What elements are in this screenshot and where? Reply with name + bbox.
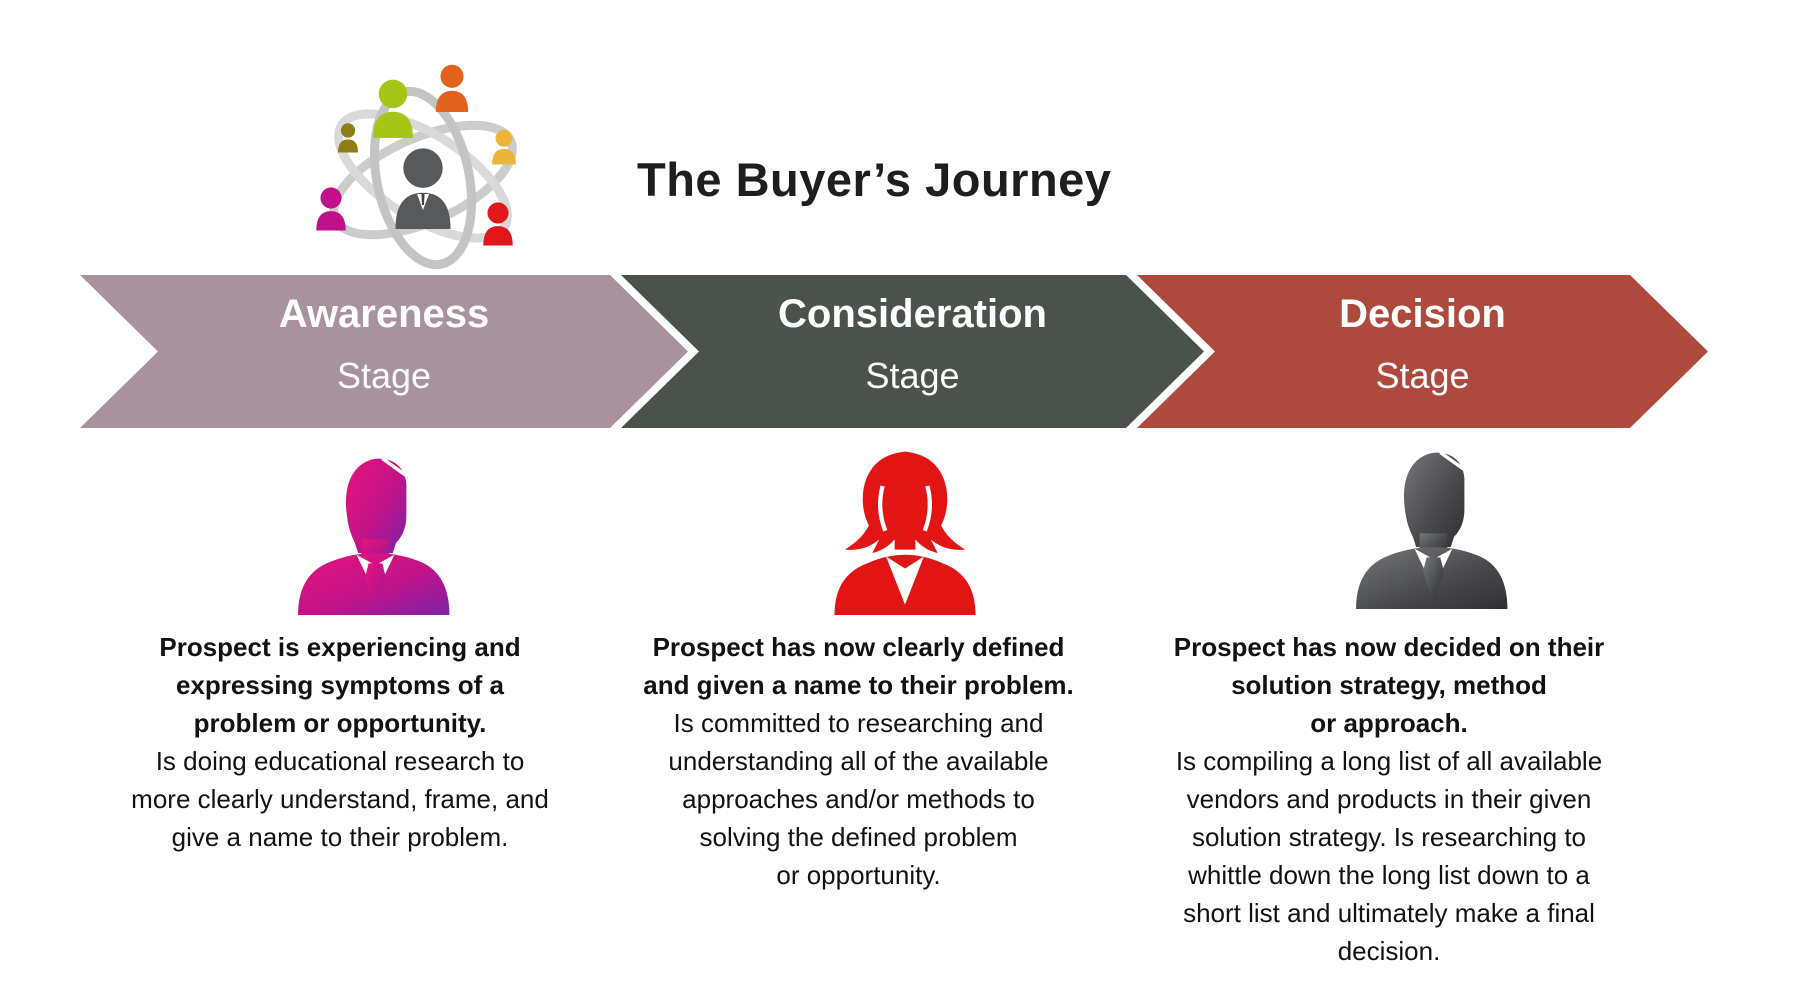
text-line: solving the defined problem (699, 822, 1018, 852)
text-line: Is doing educational research to (155, 746, 525, 776)
orange-person-icon (435, 64, 469, 112)
text-line: Prospect has now decided on their (1173, 632, 1605, 662)
stage-sublabel-decision: Stage (1375, 355, 1470, 396)
text-line: decision. (1337, 936, 1441, 966)
text-line: solution strategy. Is researching to (1191, 822, 1587, 852)
businessman-tie (421, 194, 425, 205)
text-line: more clearly understand, frame, and (131, 784, 549, 814)
text-line: or approach. (1310, 708, 1468, 738)
red-businesswoman-icon (834, 451, 976, 615)
blouse-collar (886, 556, 924, 605)
description-bold-text: Prospect has now decided on their solutio… (1106, 628, 1672, 742)
description-text: Is doing educational research to more cle… (75, 742, 605, 856)
text-line: and given a name to their problem. (643, 670, 1074, 700)
text-line: Is committed to researching and (673, 708, 1044, 738)
text-line: Prospect is experiencing and (159, 632, 521, 662)
text-line: Prospect has now clearly defined (652, 632, 1065, 662)
text-line: or opportunity. (776, 860, 941, 890)
stage-arrow-consideration: Consideration Stage (621, 275, 1204, 428)
tie (365, 563, 386, 610)
stage-label-awareness: Awareness (278, 292, 490, 336)
center-businessman-icon (395, 148, 451, 229)
text-line: whittle down the long list down to a (1188, 860, 1590, 890)
stage-label-decision: Decision (1339, 292, 1506, 336)
text-line: understanding all of the available (668, 746, 1049, 776)
text-line: solution strategy, method (1231, 670, 1547, 700)
network-people-logo (316, 64, 517, 270)
gray-businessman-icon (1356, 447, 1508, 609)
text-line: problem or opportunity. (193, 708, 487, 738)
magenta-businessman-icon (298, 453, 450, 615)
text-line: give a name to their problem. (171, 822, 509, 852)
hair-highlight (381, 453, 413, 478)
stage-description-decision: Prospect has now decided on their solutio… (1106, 628, 1672, 970)
hair-gap-right (922, 485, 932, 532)
stage-arrow-decision: Decision Stage (1137, 275, 1708, 428)
page-title: The Buyer’s Journey (637, 153, 1112, 206)
description-bold-text: Prospect has now clearly defined and give… (596, 628, 1121, 704)
text-line: short list and ultimately make a final (1183, 898, 1595, 928)
stage-arrow-awareness: Awareness Stage (80, 275, 688, 428)
network-person-icons (316, 64, 516, 246)
text-line: Is compiling a long list of all availabl… (1175, 746, 1603, 776)
stage-sublabel-awareness: Stage (336, 355, 432, 396)
description-text: Is committed to researching and understan… (596, 704, 1121, 894)
description-text: Is compiling a long list of all availabl… (1106, 742, 1672, 970)
stage-sublabel-consideration: Stage (865, 355, 960, 396)
hair-highlight (1439, 447, 1471, 472)
stage-description-awareness: Prospect is experiencing and expressing s… (75, 628, 605, 856)
stage-label-consideration: Consideration (778, 292, 1047, 336)
text-line: approaches and/or methods to (682, 784, 1035, 814)
tie (1423, 557, 1444, 604)
stage-description-consideration: Prospect has now clearly defined and give… (596, 628, 1121, 894)
hair-gap-left (878, 485, 888, 532)
text-line: expressing symptoms of a (176, 670, 504, 700)
description-bold-text: Prospect is experiencing and expressing s… (75, 628, 605, 742)
text-line: vendors and products in their given (1186, 784, 1592, 814)
